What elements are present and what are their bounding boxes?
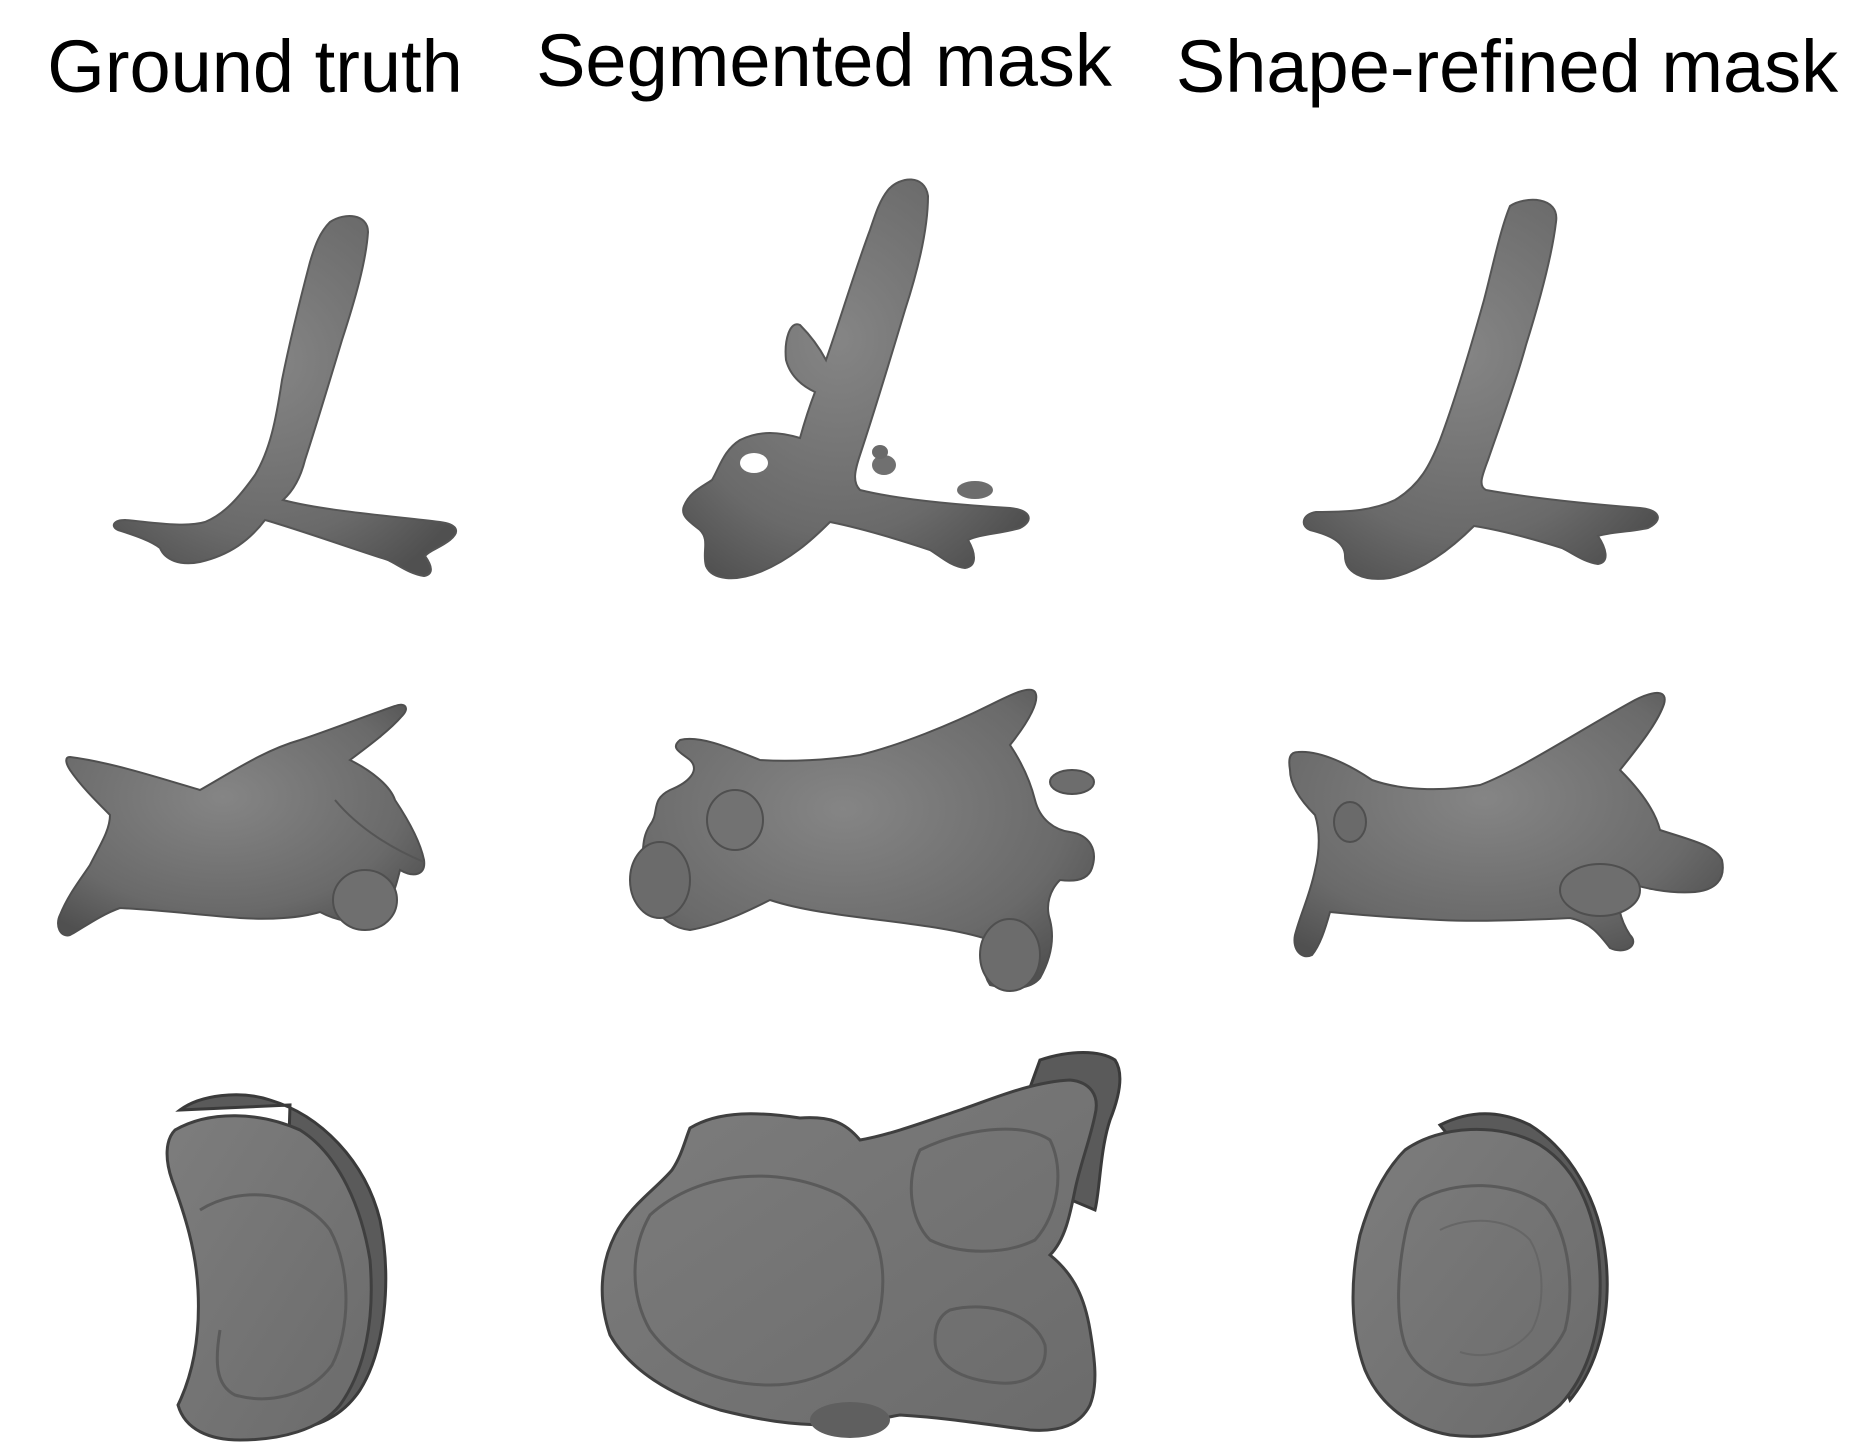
column-title-segmented-mask: Segmented mask bbox=[536, 19, 1112, 102]
row-2-segmented-atrium bbox=[629, 688, 1095, 992]
row-1-ground-truth-vessel bbox=[112, 215, 458, 578]
row-2-ground-truth-atrium bbox=[57, 703, 426, 937]
row-3-ground-truth-slice bbox=[165, 1093, 388, 1442]
row-3-shape-refined-slice bbox=[1351, 1112, 1609, 1438]
row-1-shape-refined-vessel bbox=[1302, 198, 1659, 580]
row-3-segmented-slice bbox=[600, 1051, 1122, 1438]
column-title-shape-refined-mask: Shape-refined mask bbox=[1175, 25, 1839, 108]
row-1-segmented-vessel bbox=[682, 178, 1030, 580]
column-title-ground-truth: Ground truth bbox=[47, 25, 463, 108]
row-2-shape-refined-atrium bbox=[1288, 692, 1724, 958]
